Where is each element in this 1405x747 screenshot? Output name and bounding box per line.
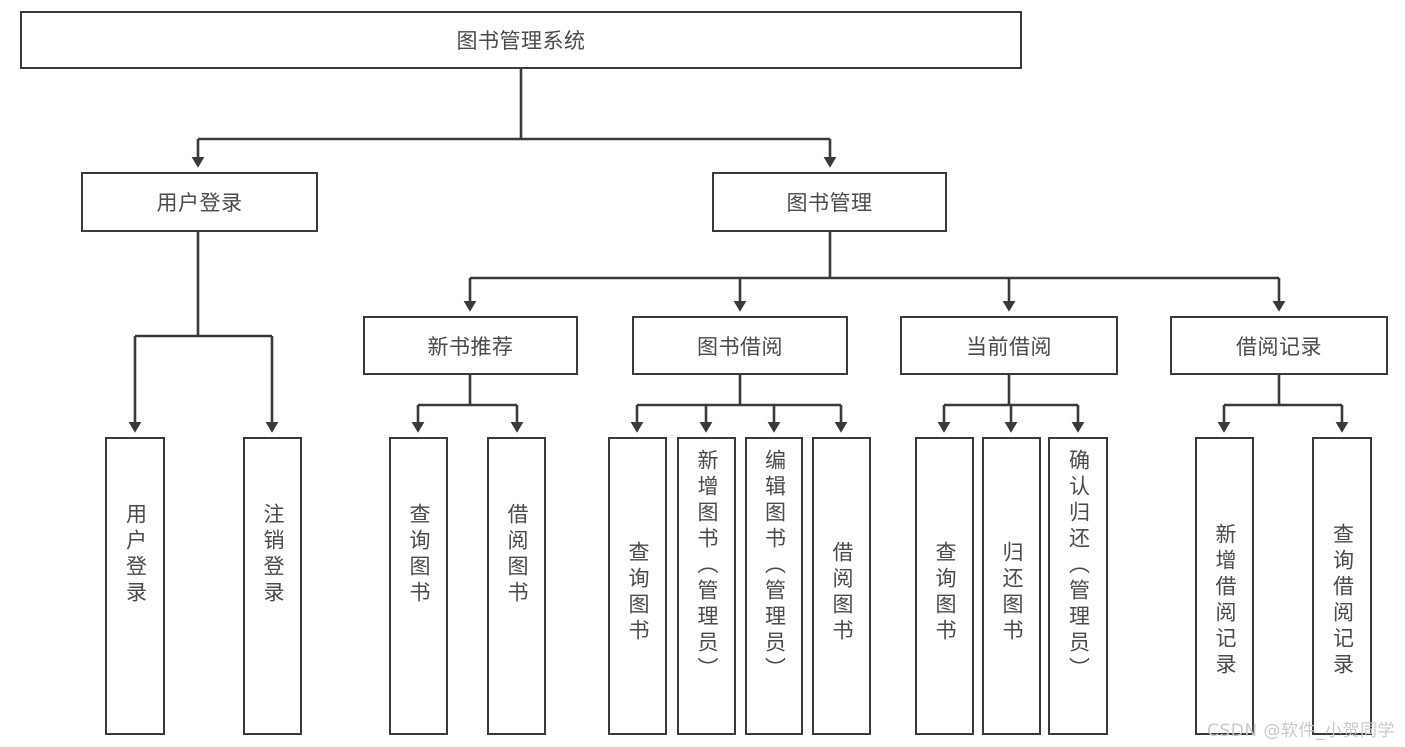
node-label: 新增借阅记录: [1213, 523, 1237, 679]
edges-new-book-rec-to-leaves: [411, 375, 524, 433]
node-label: 确认归还（管理员）: [1066, 449, 1091, 683]
node-leaf-query-book-borrow[interactable]: 查询图书: [608, 437, 667, 735]
node-leaf-user-login[interactable]: 用户登录: [105, 437, 165, 735]
node-label: 当前借阅: [966, 334, 1052, 359]
watermark-text: CSDN @软件_小贺同学: [1207, 721, 1395, 741]
node-root-title[interactable]: 图书管理系统: [20, 11, 1022, 69]
edges-current-borrow-to-leaves: [937, 375, 1085, 433]
node-label: 归还图书: [1000, 541, 1024, 645]
node-book-manage[interactable]: 图书管理: [712, 172, 947, 232]
node-current-borrow[interactable]: 当前借阅: [900, 316, 1118, 375]
node-label: 编辑图书（管理员）: [762, 449, 787, 683]
node-label: 图书管理: [786, 191, 873, 215]
edges-book-borrow-to-leaves: [630, 375, 848, 433]
node-label: 借阅图书: [830, 541, 854, 645]
node-borrow-record[interactable]: 借阅记录: [1170, 316, 1388, 375]
node-label: 查询图书: [626, 541, 650, 645]
node-leaf-query-book-rec[interactable]: 查询图书: [389, 437, 448, 735]
node-label: 借阅记录: [1236, 334, 1322, 359]
node-leaf-add-borrow-record[interactable]: 新增借阅记录: [1195, 437, 1254, 735]
node-label: 图书管理系统: [456, 29, 586, 53]
edges-book-manage-to-level3: [463, 232, 1286, 312]
node-label: 新书推荐: [427, 334, 514, 359]
node-label: 查询图书: [407, 503, 431, 607]
node-leaf-return-book[interactable]: 归还图书: [982, 437, 1041, 735]
node-leaf-add-book-admin[interactable]: 新增图书（管理员）: [677, 437, 736, 735]
node-book-borrow[interactable]: 图书借阅: [632, 316, 848, 375]
node-label: 图书借阅: [697, 334, 783, 359]
node-leaf-confirm-return-admin[interactable]: 确认归还（管理员）: [1048, 437, 1108, 735]
node-label: 查询图书: [933, 541, 957, 645]
node-label: 查询借阅记录: [1330, 523, 1355, 679]
node-leaf-user-logout[interactable]: 注销登录: [243, 437, 302, 735]
node-leaf-query-borrow-record[interactable]: 查询借阅记录: [1312, 437, 1372, 735]
edges-user-login-to-leaves: [128, 232, 279, 433]
node-label: 借阅图书: [505, 503, 529, 607]
node-leaf-borrow-book-borrow[interactable]: 借阅图书: [812, 437, 871, 735]
node-leaf-query-book-current[interactable]: 查询图书: [915, 437, 974, 735]
node-user-login[interactable]: 用户登录: [81, 172, 318, 232]
node-leaf-edit-book-admin[interactable]: 编辑图书（管理员）: [745, 437, 803, 735]
node-label: 用户登录: [156, 191, 243, 215]
node-leaf-borrow-book-rec[interactable]: 借阅图书: [487, 437, 546, 735]
node-label: 新增图书（管理员）: [695, 449, 719, 683]
node-label: 用户登录: [123, 503, 148, 607]
node-label: 注销登录: [261, 503, 285, 607]
node-new-book-recommendation[interactable]: 新书推荐: [363, 316, 578, 375]
edges-root-to-level2: [191, 69, 837, 168]
edges-borrow-record-to-leaves: [1217, 375, 1349, 433]
